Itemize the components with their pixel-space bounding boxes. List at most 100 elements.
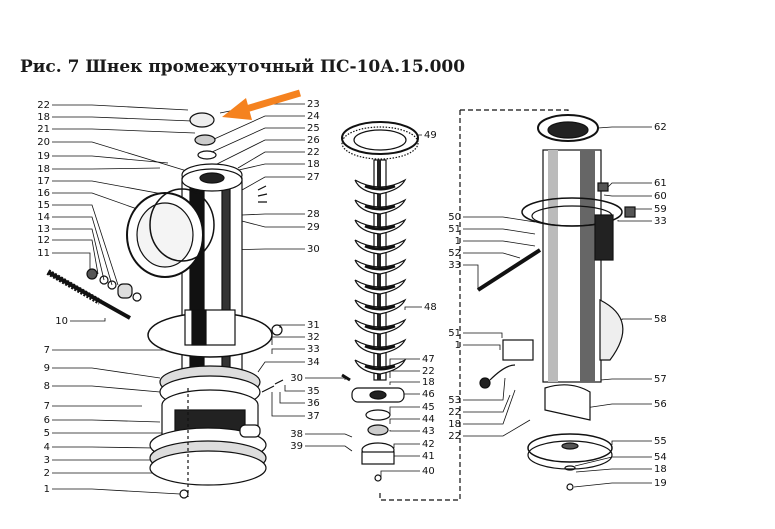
leader-line (52, 446, 156, 449)
callout-30: 30 (290, 373, 303, 384)
leader-line (634, 208, 652, 212)
callout-42: 42 (422, 439, 435, 450)
leader-line (305, 377, 346, 380)
leader-line (237, 151, 305, 169)
callout-54: 54 (654, 452, 667, 463)
leader-line (305, 433, 353, 438)
leader-line (52, 204, 119, 286)
callout-60: 60 (654, 191, 667, 202)
leader-line (52, 192, 141, 211)
callout-19: 19 (37, 151, 50, 162)
callout-25: 25 (307, 123, 320, 134)
callout-30: 30 (307, 244, 320, 255)
leader-line (607, 182, 652, 188)
callout-23: 23 (307, 99, 320, 110)
callout-39: 39 (290, 441, 303, 452)
callout-22: 22 (307, 147, 320, 158)
callout-48: 48 (424, 302, 437, 313)
leader-line (611, 440, 652, 445)
callout-22: 22 (422, 366, 435, 377)
leader-line (584, 403, 652, 409)
callout-43: 43 (422, 426, 435, 437)
leader-lines (52, 103, 652, 495)
callout-18: 18 (448, 419, 461, 430)
callout-50: 50 (448, 212, 461, 223)
callout-2: 2 (43, 468, 50, 479)
callout-59: 59 (654, 204, 667, 215)
callout-11: 11 (37, 248, 50, 259)
auger-flight-shadow (364, 344, 396, 351)
leader-line (389, 406, 420, 415)
leader-line (52, 367, 161, 379)
leader-line (404, 306, 422, 310)
callout-31: 31 (307, 320, 320, 331)
callout-17: 17 (37, 176, 50, 187)
callout-18: 18 (307, 159, 320, 170)
leader-line (237, 219, 305, 228)
auger-flight (354, 278, 407, 295)
leader-line (403, 393, 420, 395)
callout-45: 45 (422, 402, 435, 413)
callout-33: 33 (654, 216, 667, 227)
auger-flight-shadow (364, 304, 396, 311)
callout-6: 6 (43, 415, 50, 426)
callout-12: 12 (37, 235, 50, 246)
auger-flight (354, 298, 407, 315)
callout-44: 44 (422, 414, 435, 425)
callout-28: 28 (307, 209, 320, 220)
leader-line (52, 488, 181, 495)
callout-1: 1 (454, 340, 461, 351)
callout-24: 24 (307, 111, 320, 122)
callout-5: 5 (43, 428, 50, 439)
leader-line (389, 370, 420, 378)
callout-57: 57 (654, 374, 667, 385)
callout-7: 7 (43, 401, 50, 412)
callout-18: 18 (37, 112, 50, 123)
leader-line (621, 318, 652, 320)
leader-line (597, 126, 652, 129)
motor-assembly-drawing (46, 112, 284, 499)
callout-37: 37 (307, 411, 320, 422)
leader-line (393, 443, 420, 448)
callout-62: 62 (654, 122, 667, 133)
leader-line (284, 385, 305, 392)
callout-18: 18 (654, 464, 667, 475)
leader-line (52, 252, 91, 272)
leader-line (305, 445, 353, 452)
callout-9: 9 (43, 363, 50, 374)
callout-14: 14 (37, 212, 50, 223)
leader-line (52, 216, 113, 286)
auger-flight (354, 238, 407, 255)
leader-line (52, 141, 201, 176)
leader-line (575, 468, 652, 473)
callout-33: 33 (307, 344, 320, 355)
callout-46: 46 (422, 389, 435, 400)
leader-line (241, 176, 305, 191)
callout-40: 40 (422, 466, 435, 477)
callout-20: 20 (37, 137, 50, 148)
leader-line (463, 216, 536, 223)
callout-51: 51 (448, 224, 461, 235)
leader-line (389, 381, 420, 385)
leader-line (279, 324, 305, 328)
callout-56: 56 (654, 399, 667, 410)
auger-flight-shadow (364, 244, 396, 251)
auger-flight-shadow (364, 324, 396, 331)
leader-line (271, 336, 305, 345)
leader-line (52, 128, 196, 134)
leader-line (52, 155, 169, 164)
callout-26: 26 (307, 135, 320, 146)
leader-line (463, 419, 531, 437)
auger-flight (354, 198, 407, 215)
callout-1: 1 (43, 484, 50, 495)
leader-line (279, 392, 305, 404)
leader-line (463, 377, 506, 401)
auger-flight-shadow (364, 264, 396, 271)
leader-line (257, 361, 305, 373)
auger-flight-shadow (364, 364, 396, 371)
callout-16: 16 (37, 188, 50, 199)
auger-flight (354, 218, 407, 235)
callout-8: 8 (43, 381, 50, 392)
leader-line (463, 389, 516, 425)
